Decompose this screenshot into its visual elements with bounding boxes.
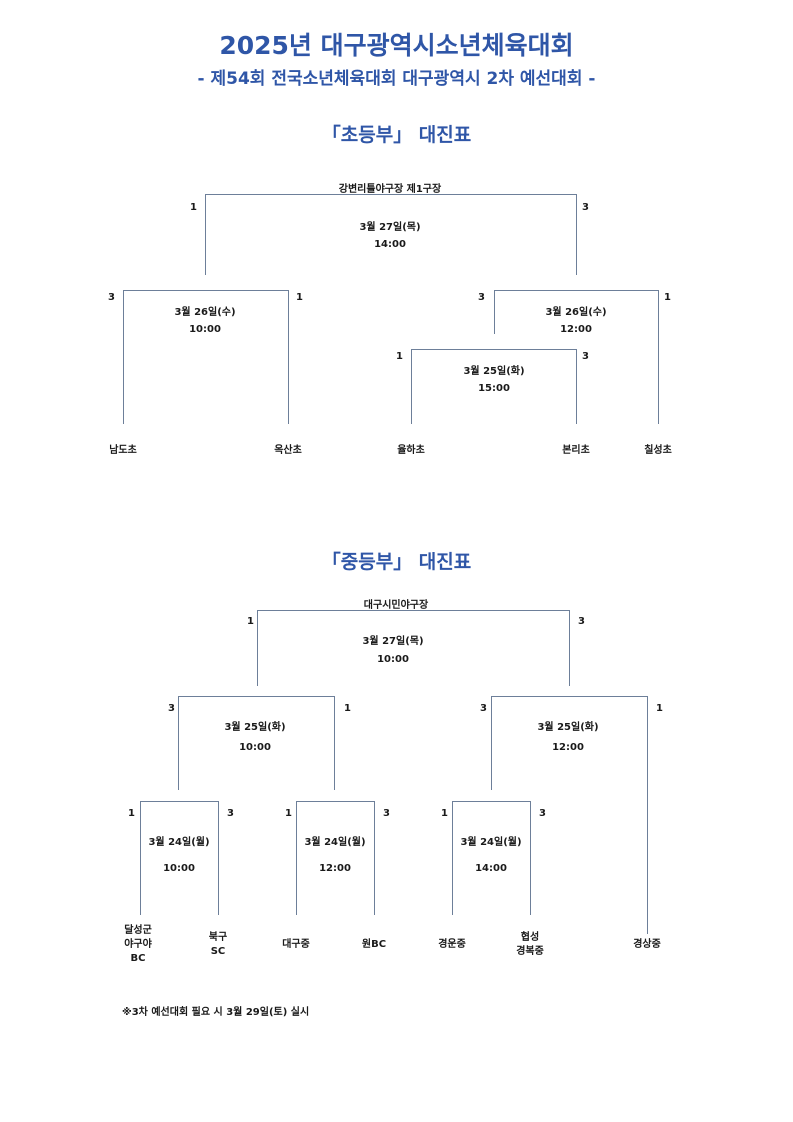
match-time: 12:00 [552,742,584,753]
elem-semi-left-left-score: 3 [108,292,115,303]
elementary-venue: 강변리틀야구장 제1구장 [338,184,442,195]
team-name: 달성군 야구야 BC [124,925,152,964]
elem-quarter-left-score: 1 [396,351,403,362]
match-date: 3월 24일(월) [460,837,522,848]
mid-semi-left-right-score: 1 [344,703,351,714]
mid-r1c-left-score: 1 [441,808,448,819]
match-date: 3월 26일(수) [174,307,236,318]
elem-semi-right-left-score: 3 [478,292,485,303]
match-date: 3월 25일(화) [537,722,599,733]
match-time: 14:00 [475,863,507,874]
match-time: 14:00 [374,239,406,250]
mid-r1a-info: 3월 24일(월) 10:00 [129,830,229,882]
match-time: 10:00 [239,742,271,753]
mid-r1c-right-score: 3 [539,808,546,819]
team-name: 경운중 [438,939,466,950]
match-time: 12:00 [560,324,592,335]
team-name: 북구 SC [208,932,228,957]
elem-final-right-score: 3 [582,202,589,213]
match-time: 10:00 [189,324,221,335]
mid-semi-left-left-score: 3 [168,703,175,714]
elem-quarter-right-score: 3 [582,351,589,362]
elem-final-left-score: 1 [190,202,197,213]
mid-r1b-info: 3월 24일(월) 12:00 [285,830,385,882]
team-name: 율하초 [397,445,425,456]
mid-semi-left-info: 3월 25일(화) 10:00 [205,718,305,758]
team-name: 본리초 [562,445,590,456]
match-date: 3월 25일(화) [463,366,525,377]
team-name: 대구중 [282,939,310,950]
page-subtitle: - 제54회 전국소년체육대회 대구광역시 2차 예선대회 - [197,69,596,89]
mid-r1c-info: 3월 24일(월) 14:00 [441,830,541,882]
match-date: 3월 24일(월) [304,837,366,848]
match-time: 12:00 [319,863,351,874]
team-name: 원BC [361,939,387,950]
middle-heading: 「중등부」 대진표 [321,551,472,573]
mid-final-info: 3월 27일(목) 10:00 [343,633,443,669]
footnote: ※3차 예선대회 필요 시 3월 29일(토) 실시 [122,1007,310,1018]
mid-semi-right-right-score: 1 [656,703,663,714]
elem-semi-left-info: 3월 26일(수) 10:00 [155,304,255,338]
elem-final-info: 3월 27일(목) 14:00 [340,219,440,253]
elementary-heading: 「초등부」 대진표 [321,124,472,146]
mid-semi-right-left-score: 3 [480,703,487,714]
mid-r1a-right-score: 3 [227,808,234,819]
elem-semi-left-right-score: 1 [296,292,303,303]
match-time: 10:00 [377,654,409,665]
match-date: 3월 25일(화) [224,722,286,733]
elem-semi-right-right-score: 1 [664,292,671,303]
team-name: 경상중 [633,939,661,950]
team-name: 옥산초 [274,445,302,456]
elem-semi-right-info: 3월 26일(수) 12:00 [526,304,626,338]
team-name: 칠성초 [644,445,672,456]
match-time: 15:00 [478,383,510,394]
mid-r1b-right-score: 3 [383,808,390,819]
page-title: 2025년 대구광역시소년체육대회 [219,31,574,60]
middle-venue: 대구시민야구장 [363,600,429,611]
match-time: 10:00 [163,863,195,874]
mid-r1a-left-score: 1 [128,808,135,819]
team-name: 남도초 [109,445,137,456]
mid-r1b-left-score: 1 [285,808,292,819]
elem-quarter-info: 3월 25일(화) 15:00 [444,363,544,397]
team-name: 협성 경복중 [516,932,544,957]
mid-final-left-score: 1 [247,616,254,627]
match-date: 3월 26일(수) [545,307,607,318]
mid-final-right-score: 3 [578,616,585,627]
match-date: 3월 27일(목) [362,636,424,647]
match-date: 3월 24일(월) [148,837,210,848]
match-date: 3월 27일(목) [359,222,421,233]
mid-semi-right-info: 3월 25일(화) 12:00 [518,718,618,758]
